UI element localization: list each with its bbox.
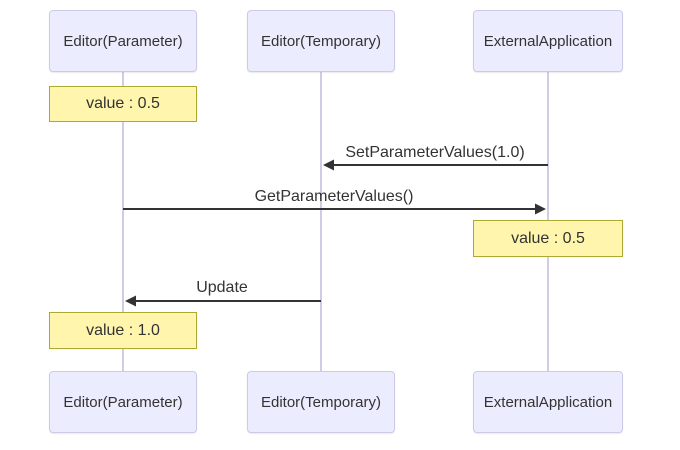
actor-label: Editor(Parameter) bbox=[63, 32, 183, 50]
lifeline-editor-parameter bbox=[122, 72, 124, 371]
actor-top-editor-temporary: Editor(Temporary) bbox=[247, 10, 395, 72]
actor-top-external-application: ExternalApplication bbox=[473, 10, 623, 72]
message-label-set-parameter-values: SetParameterValues(1.0) bbox=[345, 144, 525, 161]
actor-label: ExternalApplication bbox=[483, 32, 613, 50]
message-label-update: Update bbox=[196, 279, 248, 296]
note-value-0-5-external-application: value : 0.5 bbox=[473, 220, 623, 257]
actor-label: Editor(Temporary) bbox=[260, 393, 382, 411]
actor-bottom-editor-temporary: Editor(Temporary) bbox=[247, 371, 395, 433]
actor-top-editor-parameter: Editor(Parameter) bbox=[49, 10, 197, 72]
note-text: value : 1.0 bbox=[86, 321, 160, 339]
actor-bottom-external-application: ExternalApplication bbox=[473, 371, 623, 433]
arrowhead-right-get-parameter-values-icon bbox=[535, 203, 546, 215]
note-value-0-5-editor-parameter: value : 0.5 bbox=[49, 86, 197, 122]
arrowhead-left-update-icon bbox=[125, 295, 136, 307]
actor-label: Editor(Parameter) bbox=[63, 393, 183, 411]
note-text: value : 0.5 bbox=[86, 95, 160, 112]
actor-bottom-editor-parameter: Editor(Parameter) bbox=[49, 371, 197, 433]
arrowhead-left-set-parameter-values-icon bbox=[323, 159, 334, 171]
actor-label: Editor(Temporary) bbox=[260, 32, 382, 50]
note-text: value : 0.5 bbox=[511, 229, 585, 247]
message-label-get-parameter-values: GetParameterValues() bbox=[254, 188, 414, 205]
note-value-1-0-editor-parameter: value : 1.0 bbox=[49, 312, 197, 349]
actor-label: ExternalApplication bbox=[483, 393, 613, 411]
lifeline-editor-temporary bbox=[320, 72, 322, 371]
